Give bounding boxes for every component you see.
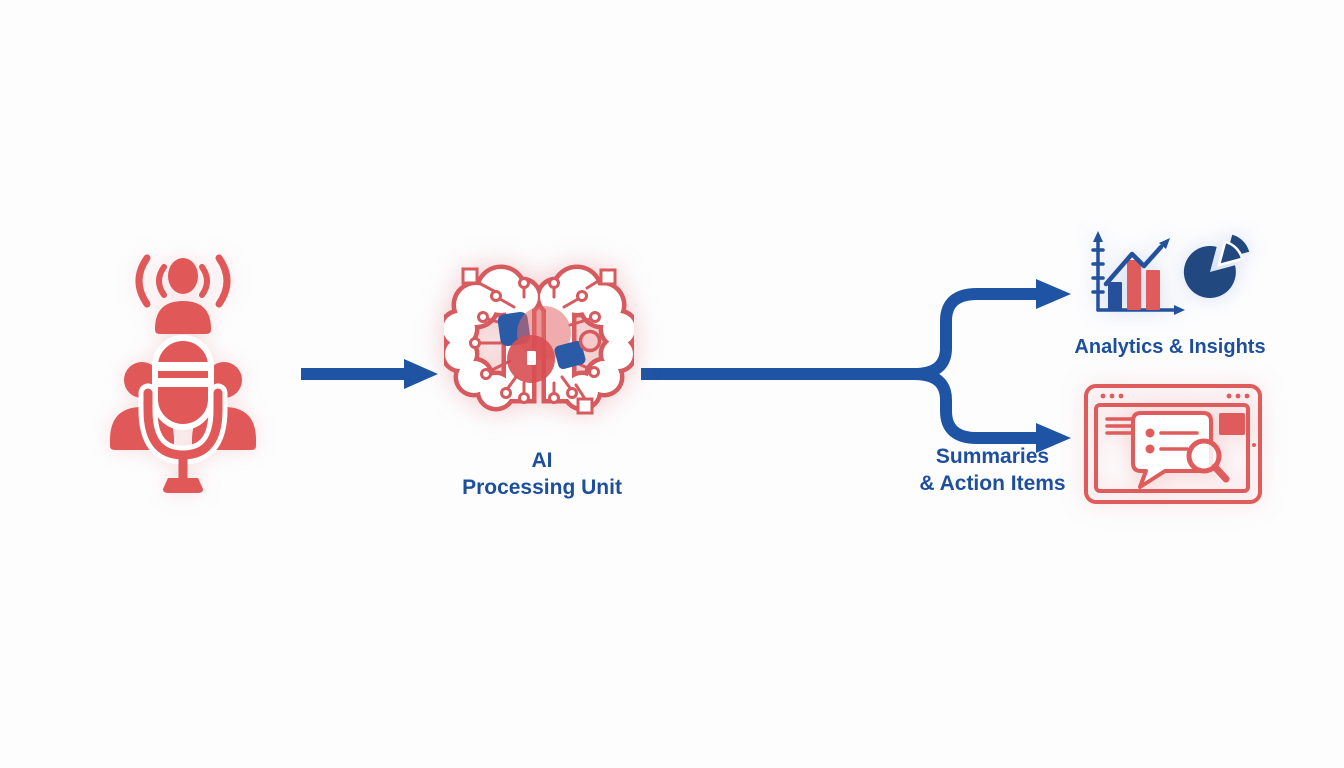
connector-square-bottom-right-icon [576, 397, 594, 415]
browser-frame-icon [1084, 384, 1262, 504]
trend-line-icon [1103, 244, 1164, 287]
arrowhead-to-processor [404, 359, 438, 389]
menu-lines-icon [1105, 417, 1133, 435]
bullet-list-icon [1145, 428, 1199, 454]
connector-square-top-right-icon [599, 268, 617, 286]
meeting-voices-microphone-icon [110, 254, 256, 493]
browser-summary-search-icon [1084, 384, 1262, 504]
magnifier-icon [1186, 438, 1230, 483]
summaries-label-line2: & Action Items [919, 471, 1066, 495]
browser-dots-icon [1100, 393, 1256, 447]
summaries-label-line1: Summaries [935, 445, 1050, 468]
arrow-branch-lower [913, 368, 1038, 444]
thumbnail-square-icon [1219, 413, 1245, 435]
pie-chart-icon [1183, 234, 1250, 298]
node-ring-icon [578, 329, 602, 353]
processor-label-line2: Processing Unit [462, 475, 622, 499]
sound-waves-icon [135, 254, 231, 308]
arrow-branch-upper [913, 288, 1038, 380]
connector-square-top-left-icon [461, 267, 479, 285]
arrowhead-to-analytics [1036, 279, 1071, 309]
ai-circuit-brain-icon [444, 264, 634, 415]
processor-label-line1: AI [531, 449, 553, 472]
processor-label: AI Processing Unit [432, 448, 652, 502]
bar-and-pie-chart-icon [1091, 231, 1250, 315]
summaries-label: Summaries & Action Items [890, 444, 1095, 498]
brain-core-icon [497, 306, 602, 383]
arrowhead-to-summaries [1036, 423, 1071, 453]
analytics-label: Analytics & Insights [1074, 336, 1266, 358]
bar-chart-bars-icon [1108, 260, 1160, 310]
circuit-nodes-icon [461, 267, 617, 415]
browser-viewport-icon [1094, 403, 1250, 493]
chip-blue-right-icon [554, 340, 586, 370]
speaker-person-icon [155, 258, 211, 334]
microphone-icon [138, 335, 228, 493]
